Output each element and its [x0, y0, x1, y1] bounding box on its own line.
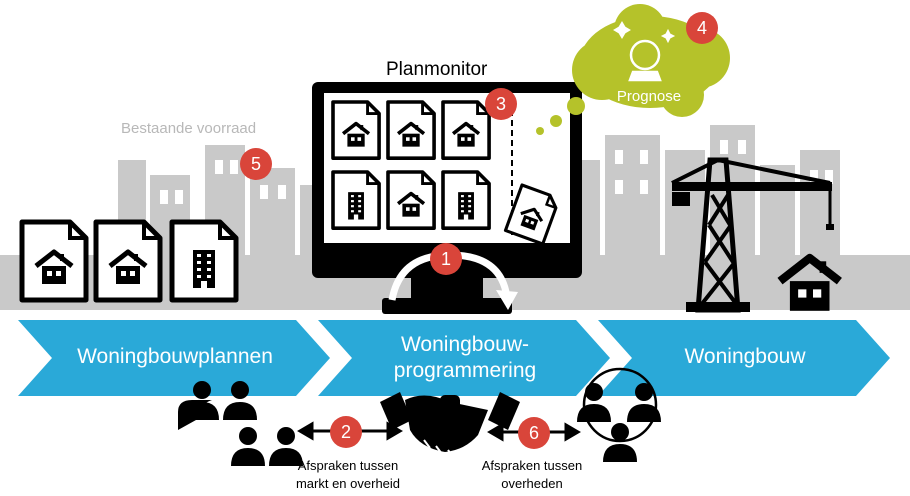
stage-woningbouw: Woningbouw — [684, 345, 806, 368]
apartment-document-icon — [172, 222, 236, 300]
crystal-ball-icon — [613, 21, 676, 82]
afspraken-overheden-line1: Afspraken tussen — [481, 458, 583, 473]
badge-4: 4 — [686, 12, 718, 44]
badge-1: 1 — [430, 243, 462, 275]
house-document-icon — [96, 222, 160, 300]
people-icon — [178, 381, 303, 466]
afspraken-markt-line1: Afspraken tussen — [297, 458, 399, 473]
stage-woningbouwplannen: Woningbouwplannen — [77, 345, 273, 368]
badge-2: 2 — [330, 416, 362, 448]
handshake-icon — [380, 392, 520, 458]
people-network-icon — [577, 367, 661, 462]
afspraken-markt-line2: markt en overheid — [295, 476, 401, 491]
badge-6: 6 — [518, 417, 550, 449]
bestaande-voorraad-label: Bestaande voorraad — [121, 120, 257, 137]
badge-3: 3 — [485, 88, 517, 120]
crane-icon — [671, 157, 834, 313]
stage-woningbouwprogrammering-line1: Woningbouw- — [400, 333, 530, 356]
prognose-label: Prognose — [616, 88, 682, 105]
stage-woningbouwprogrammering-line2: programmering — [393, 359, 537, 382]
planmonitor-label: Planmonitor — [386, 59, 488, 80]
house-document-icon — [22, 222, 86, 300]
badge-5: 5 — [240, 148, 272, 180]
prognose-cloud — [536, 4, 730, 135]
afspraken-overheden-line2: overheden — [501, 476, 563, 491]
process-arrows — [18, 320, 890, 396]
